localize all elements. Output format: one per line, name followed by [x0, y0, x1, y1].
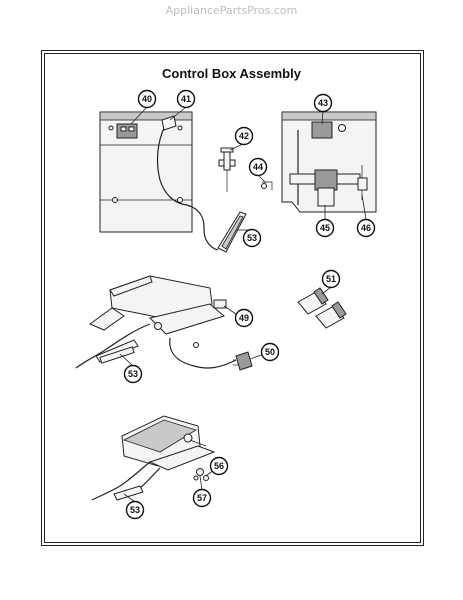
callout-53-top: 53 — [242, 228, 262, 248]
callout-49: 49 — [234, 308, 254, 328]
svg-text:51: 51 — [326, 274, 336, 284]
leader-lines — [119, 106, 367, 503]
svg-text:53: 53 — [128, 369, 138, 379]
callout-46: 46 — [356, 218, 376, 238]
svg-text:43: 43 — [318, 98, 328, 108]
part-51-knobs — [297, 287, 347, 329]
diagram-frame-inner — [44, 53, 421, 543]
callout-45: 45 — [315, 218, 335, 238]
svg-text:41: 41 — [181, 94, 191, 104]
part-50-connector — [233, 351, 253, 371]
part-44-clip — [261, 181, 273, 190]
callout-41: 41 — [176, 89, 196, 109]
callout-53-bottom: 53 — [125, 500, 145, 520]
callout-53-middle: 53 — [123, 364, 143, 384]
diagram-frame-outer — [41, 50, 424, 546]
callout-40: 40 — [137, 89, 157, 109]
svg-text:53: 53 — [130, 505, 140, 515]
svg-text:57: 57 — [197, 493, 207, 503]
svg-text:40: 40 — [142, 94, 152, 104]
terminal-lead-53-middle — [99, 346, 135, 364]
terminal-lead-53-top — [217, 211, 247, 253]
callout-44: 44 — [248, 157, 268, 177]
svg-text:49: 49 — [239, 313, 249, 323]
svg-text:50: 50 — [265, 347, 275, 357]
diagram-title: Control Box Assembly — [162, 66, 301, 81]
svg-text:42: 42 — [239, 131, 249, 141]
callout-50: 50 — [260, 342, 280, 362]
part-42-sensor — [218, 147, 236, 192]
svg-text:45: 45 — [320, 223, 330, 233]
burner-box-bottom — [91, 415, 216, 501]
callout-56: 56 — [209, 456, 229, 476]
control-panel-left — [99, 111, 219, 251]
svg-text:46: 46 — [361, 223, 371, 233]
svg-text:44: 44 — [253, 162, 263, 172]
callout-42: 42 — [234, 126, 254, 146]
callout-57: 57 — [192, 488, 212, 508]
svg-text:53: 53 — [247, 233, 257, 243]
callout-43: 43 — [313, 93, 333, 113]
burner-box-middle — [75, 275, 237, 369]
control-panel-right — [281, 111, 377, 213]
callout-51: 51 — [321, 269, 341, 289]
svg-text:56: 56 — [214, 461, 224, 471]
watermark: AppliancePartsPros.com — [165, 4, 298, 17]
